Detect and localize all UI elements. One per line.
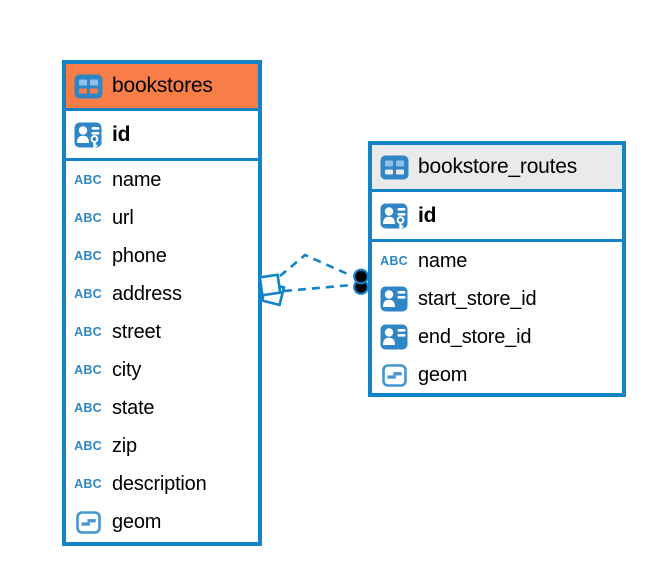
column-label: url (112, 206, 134, 229)
column-label: address (112, 282, 182, 305)
column-label: name (112, 168, 162, 191)
column-label: start_store_id (418, 287, 537, 310)
text-abc-icon: ABC (74, 211, 102, 225)
relation-dot-markers (353, 268, 369, 295)
column-label: description (112, 472, 207, 495)
column-row[interactable]: ABC name (66, 161, 258, 199)
column-row[interactable]: ABC address (66, 275, 258, 313)
relation-dot (353, 279, 369, 295)
person-key-icon (73, 122, 103, 148)
person-key-icon (379, 203, 409, 229)
column-label: state (112, 396, 155, 419)
table-header[interactable]: bookstore_routes (372, 145, 622, 192)
person-ref-icon (379, 286, 409, 312)
table-header[interactable]: bookstores (66, 64, 258, 111)
column-label: street (112, 320, 161, 343)
column-row[interactable]: ABC city (66, 351, 258, 389)
relation-dot (353, 268, 369, 285)
column-row[interactable]: ABC street (66, 313, 258, 351)
relation-edge[interactable] (279, 253, 353, 278)
text-abc-icon: ABC (74, 287, 102, 301)
table-title: bookstore_routes (418, 155, 578, 178)
geometry-icon (379, 363, 409, 387)
relation-diamond-marker (258, 273, 286, 307)
column-row[interactable]: ABC phone (66, 237, 258, 275)
column-label: name (418, 249, 468, 272)
text-abc-icon: ABC (74, 401, 102, 415)
column-row[interactable]: geom (372, 356, 622, 394)
primary-key-row[interactable]: id (66, 111, 258, 161)
column-row[interactable]: geom (66, 503, 258, 541)
text-abc-icon: ABC (74, 477, 102, 491)
column-row[interactable]: ABC name (372, 242, 622, 280)
column-label: end_store_id (418, 325, 532, 348)
column-label: id (112, 122, 131, 146)
text-abc-icon: ABC (74, 173, 102, 187)
table-title: bookstores (112, 74, 213, 97)
table-icon (379, 155, 409, 180)
column-row[interactable]: end_store_id (372, 318, 622, 356)
text-abc-icon: ABC (74, 439, 102, 453)
relation-edge[interactable] (283, 283, 353, 293)
column-label: geom (418, 363, 468, 386)
text-abc-icon: ABC (74, 325, 102, 339)
column-label: zip (112, 434, 137, 457)
column-row[interactable]: ABC url (66, 199, 258, 237)
geometry-icon (73, 510, 103, 534)
column-row[interactable]: ABC state (66, 389, 258, 427)
column-label: geom (112, 510, 162, 533)
column-row[interactable]: ABC description (66, 465, 258, 503)
column-row[interactable]: ABC zip (66, 427, 258, 465)
person-ref-icon (379, 324, 409, 350)
primary-key-row[interactable]: id (372, 192, 622, 242)
column-row[interactable]: start_store_id (372, 280, 622, 318)
table-icon (73, 74, 103, 99)
text-abc-icon: ABC (74, 363, 102, 377)
text-abc-icon: ABC (74, 249, 102, 263)
text-abc-icon: ABC (380, 254, 408, 268)
column-label: id (418, 203, 437, 227)
column-label: city (112, 358, 142, 381)
column-label: phone (112, 244, 167, 267)
